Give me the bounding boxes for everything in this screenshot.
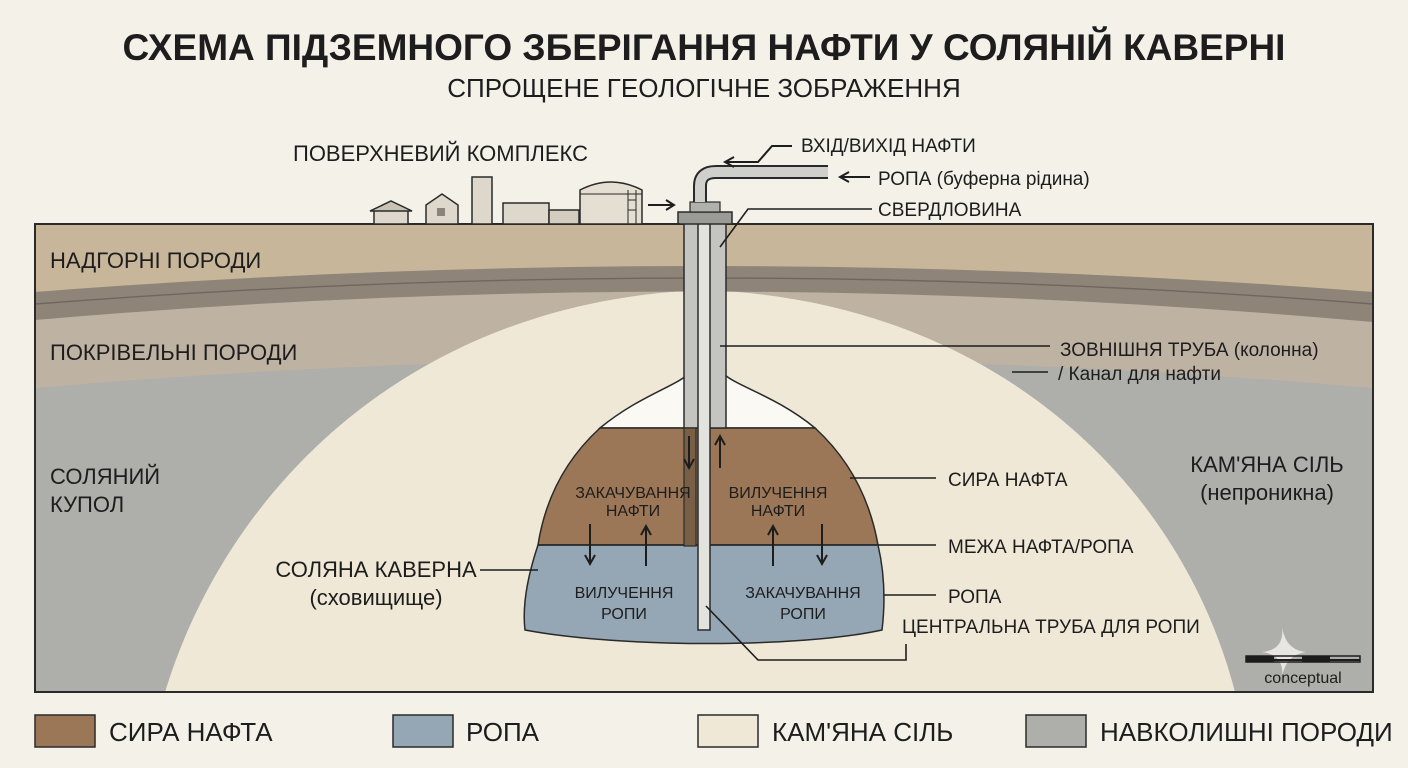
rock-band xyxy=(35,266,1373,322)
tower xyxy=(471,176,493,225)
building-1-roof xyxy=(369,200,413,212)
legend: СИРА НАФТА РОПА КАМ'ЯНА СІЛЬ НАВКОЛИШНІ … xyxy=(34,714,1393,748)
cavern-flow-arrows xyxy=(584,433,828,567)
central-brine-pipe xyxy=(697,221,711,631)
label-oil-inject-2: НАФТИ xyxy=(606,503,660,520)
label-rock-salt-1: КАМ'ЯНА СІЛЬ xyxy=(1190,452,1343,477)
diagram-subtitle: СПРОЩЕНЕ ГЕОЛОГІЧНЕ ЗОБРАЖЕННЯ xyxy=(447,73,960,103)
label-surface-complex: ПОВЕРХНЕВИЙ КОМПЛЕКС xyxy=(293,141,588,166)
central-pipe-leader xyxy=(705,605,907,661)
label-oil-inject-1: ЗАКАЧУВАННЯ xyxy=(575,485,690,502)
label-brine-inject-2: РОПИ xyxy=(780,606,826,623)
label-salt-dome-2: КУПОЛ xyxy=(50,492,124,517)
brine-buffer-arrow-head xyxy=(837,171,850,183)
label-brine: РОПА xyxy=(948,587,1002,608)
label-brine-extract-1: ВИЛУЧЕННЯ xyxy=(575,585,674,602)
building-2-window xyxy=(437,208,445,216)
label-central-pipe: ЦЕНТРАЛЬНА ТРУБА ДЛЯ РОПИ xyxy=(902,617,1200,638)
legend-label-surrounding: НАВКОЛИШНІ ПОРОДИ xyxy=(1100,717,1393,747)
legend-label-brine: РОПА xyxy=(466,717,540,747)
building-3 xyxy=(502,202,550,225)
building-4 xyxy=(548,209,580,225)
label-oil-extract-2: НАФТИ xyxy=(751,503,805,520)
legend-swatch-salt xyxy=(697,714,759,748)
top-annotations xyxy=(719,145,872,248)
label-oil-in-out: ВХІД/ВИХІД НАФТИ xyxy=(801,136,976,157)
legend-swatch-oil xyxy=(34,714,96,748)
diagram-title: СХЕМА ПІДЗЕМНОГО ЗБЕРІГАННЯ НАФТИ У СОЛЯ… xyxy=(123,26,1286,68)
label-wellbore: СВЕРДЛОВИНА xyxy=(878,200,1022,221)
label-salt-dome-1: СОЛЯНИЙ xyxy=(50,464,160,489)
label-brine-extract-2: РОПИ xyxy=(601,606,647,623)
oil-in-out-arrow-head xyxy=(722,156,735,168)
wellbore-leader xyxy=(719,208,872,248)
label-brine-inject-1: ЗАКАЧУВАННЯ xyxy=(745,585,860,602)
surface-facilities xyxy=(365,176,680,225)
legend-swatch-surrounding xyxy=(1025,714,1087,748)
outer-pipe-lower xyxy=(683,427,697,547)
legend-label-oil: СИРА НАФТА xyxy=(109,717,273,747)
legend-label-salt: КАМ'ЯНА СІЛЬ xyxy=(772,717,953,747)
building-1 xyxy=(373,209,409,225)
wellhead xyxy=(677,211,733,225)
label-outer-pipe-1: ЗОВНІШНЯ ТРУБА (колонна) xyxy=(1060,340,1319,361)
scale-caption: conceptual xyxy=(1264,670,1341,687)
label-caprock: ПОКРІВЕЛЬНІ ПОРОДИ xyxy=(50,340,297,365)
storage-tank xyxy=(579,181,643,225)
label-rock-salt-2: (непроникна) xyxy=(1200,480,1334,505)
legend-swatch-brine xyxy=(392,714,454,748)
wellhead-cap xyxy=(689,201,721,213)
star-watermark xyxy=(1262,626,1306,678)
flow-arrow-tank-head xyxy=(665,199,676,211)
label-brine-buffer: РОПА (буферна рідина) xyxy=(878,169,1090,190)
label-interface: МЕЖА НАФТА/РОПА xyxy=(948,537,1134,558)
label-outer-pipe-2: / Канал для нафти xyxy=(1058,364,1221,385)
label-crude-oil: СИРА НАФТА xyxy=(948,470,1068,491)
label-oil-extract-1: ВИЛУЧЕННЯ xyxy=(729,485,828,502)
label-overburden: НАДГОРНІ ПОРОДИ xyxy=(50,248,261,273)
label-cavern-2: (сховищище) xyxy=(309,585,442,610)
elbow-pipe xyxy=(695,167,828,202)
oil-in-out-arrow xyxy=(725,145,792,163)
scale-bar: conceptual xyxy=(1245,626,1361,687)
label-cavern-1: СОЛЯНА КАВЕРНА xyxy=(275,557,477,582)
wellbore xyxy=(677,165,828,631)
